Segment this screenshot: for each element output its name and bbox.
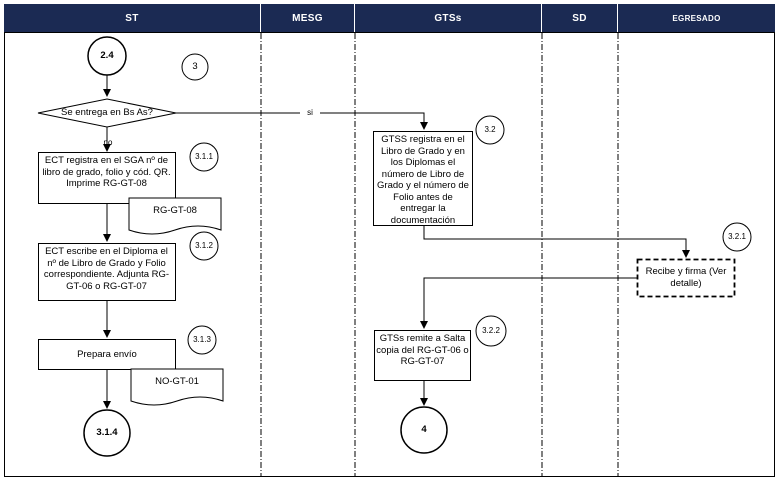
- lane-header-egresado: EGRESADO: [618, 4, 775, 32]
- step-3-1-1-text: ECT registra en el SGA nº de libro de gr…: [42, 155, 171, 189]
- document-rg-gt-08: [128, 197, 222, 235]
- step-3-1-2-box: [38, 243, 176, 301]
- connector-4-label: 4: [421, 424, 427, 435]
- decision-no-label: no: [103, 138, 113, 147]
- step-3-2-text: GTSS registra en el Libro de Grado y en …: [377, 134, 469, 226]
- ref-bubble-3-1-3: [187, 325, 217, 355]
- arrow-3-2-1-to-3-2-2: [420, 277, 637, 329]
- connector-2-4-label: 2.4: [100, 50, 114, 61]
- step-3-1-1-box: [38, 152, 176, 204]
- lane-header-mesg: MESG: [261, 4, 355, 32]
- ref-3-2-1-label: 3.2.1: [728, 232, 746, 241]
- arrow-3-2-to-3-2-1: [423, 226, 690, 258]
- step-3-2-box: [373, 131, 473, 226]
- ref-bubble-3-2-2: [475, 315, 507, 347]
- ref-3-1-3-label: 3.1.3: [193, 335, 211, 344]
- step-3-1-3-text: Prepara envío: [77, 349, 137, 360]
- diagram-frame: [4, 32, 775, 477]
- document-no-gt-01: [130, 368, 224, 406]
- ref-3-1-2-label: 3.1.2: [195, 241, 213, 250]
- document-no-gt-01-label: NO-GT-01: [155, 376, 199, 387]
- connector-4: [400, 406, 448, 454]
- ref-bubble-3-1-1: [189, 142, 219, 172]
- arrow-decision-yes: [176, 112, 428, 130]
- ref-bubble-3-1-2: [189, 231, 219, 261]
- step-3-1-2-text: ECT escribe en el Diploma el nº de Libro…: [43, 246, 170, 292]
- ref-bubble-3: [181, 53, 209, 81]
- lane-header-sd: SD: [542, 4, 618, 32]
- decision-text: Se entrega en Bs As?: [61, 107, 153, 118]
- step-3-1-3-box: [38, 339, 176, 370]
- connector-3-1-4-label: 3.1.4: [96, 427, 118, 438]
- step-3-2-1-box: [636, 258, 736, 298]
- lane-header-st: ST: [4, 4, 261, 32]
- ref-bubble-3-2: [475, 115, 505, 145]
- document-rg-gt-08-label: RG-GT-08: [153, 205, 197, 216]
- ref-3-2-label: 3.2: [484, 125, 496, 134]
- ref-3-1-1-label: 3.1.1: [195, 152, 213, 161]
- decision-yes-label: si: [300, 108, 320, 118]
- step-3-2-2-text: GTSs remite a Salta copia del RG-GT-06 o…: [376, 333, 469, 367]
- ref-bubble-3-2-1: [722, 222, 752, 252]
- step-3-2-1-text: Recibe y firma (Ver detalle): [645, 266, 727, 289]
- lane-header-gtss: GTSs: [355, 4, 542, 32]
- connector-3-1-4: [83, 409, 131, 457]
- step-3-2-2-box: [374, 330, 471, 381]
- ref-3-label: 3: [192, 61, 198, 72]
- ref-3-2-2-label: 3.2.2: [482, 326, 500, 335]
